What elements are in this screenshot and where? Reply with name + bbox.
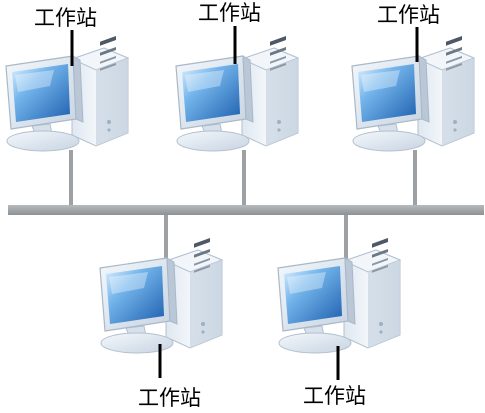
workstation-4 <box>99 237 223 354</box>
workstation-5 <box>277 237 401 354</box>
workstation-label-4: 工作站 <box>138 386 201 410</box>
bus-line <box>8 205 484 215</box>
workstation-label-2: 工作站 <box>198 1 261 25</box>
workstation-3 <box>351 35 475 152</box>
workstation-label-3: 工作站 <box>377 3 440 27</box>
workstation-2 <box>175 35 299 152</box>
workstation-label-1: 工作站 <box>34 6 97 30</box>
workstation-1 <box>5 35 129 152</box>
workstation-label-5: 工作站 <box>303 384 366 408</box>
